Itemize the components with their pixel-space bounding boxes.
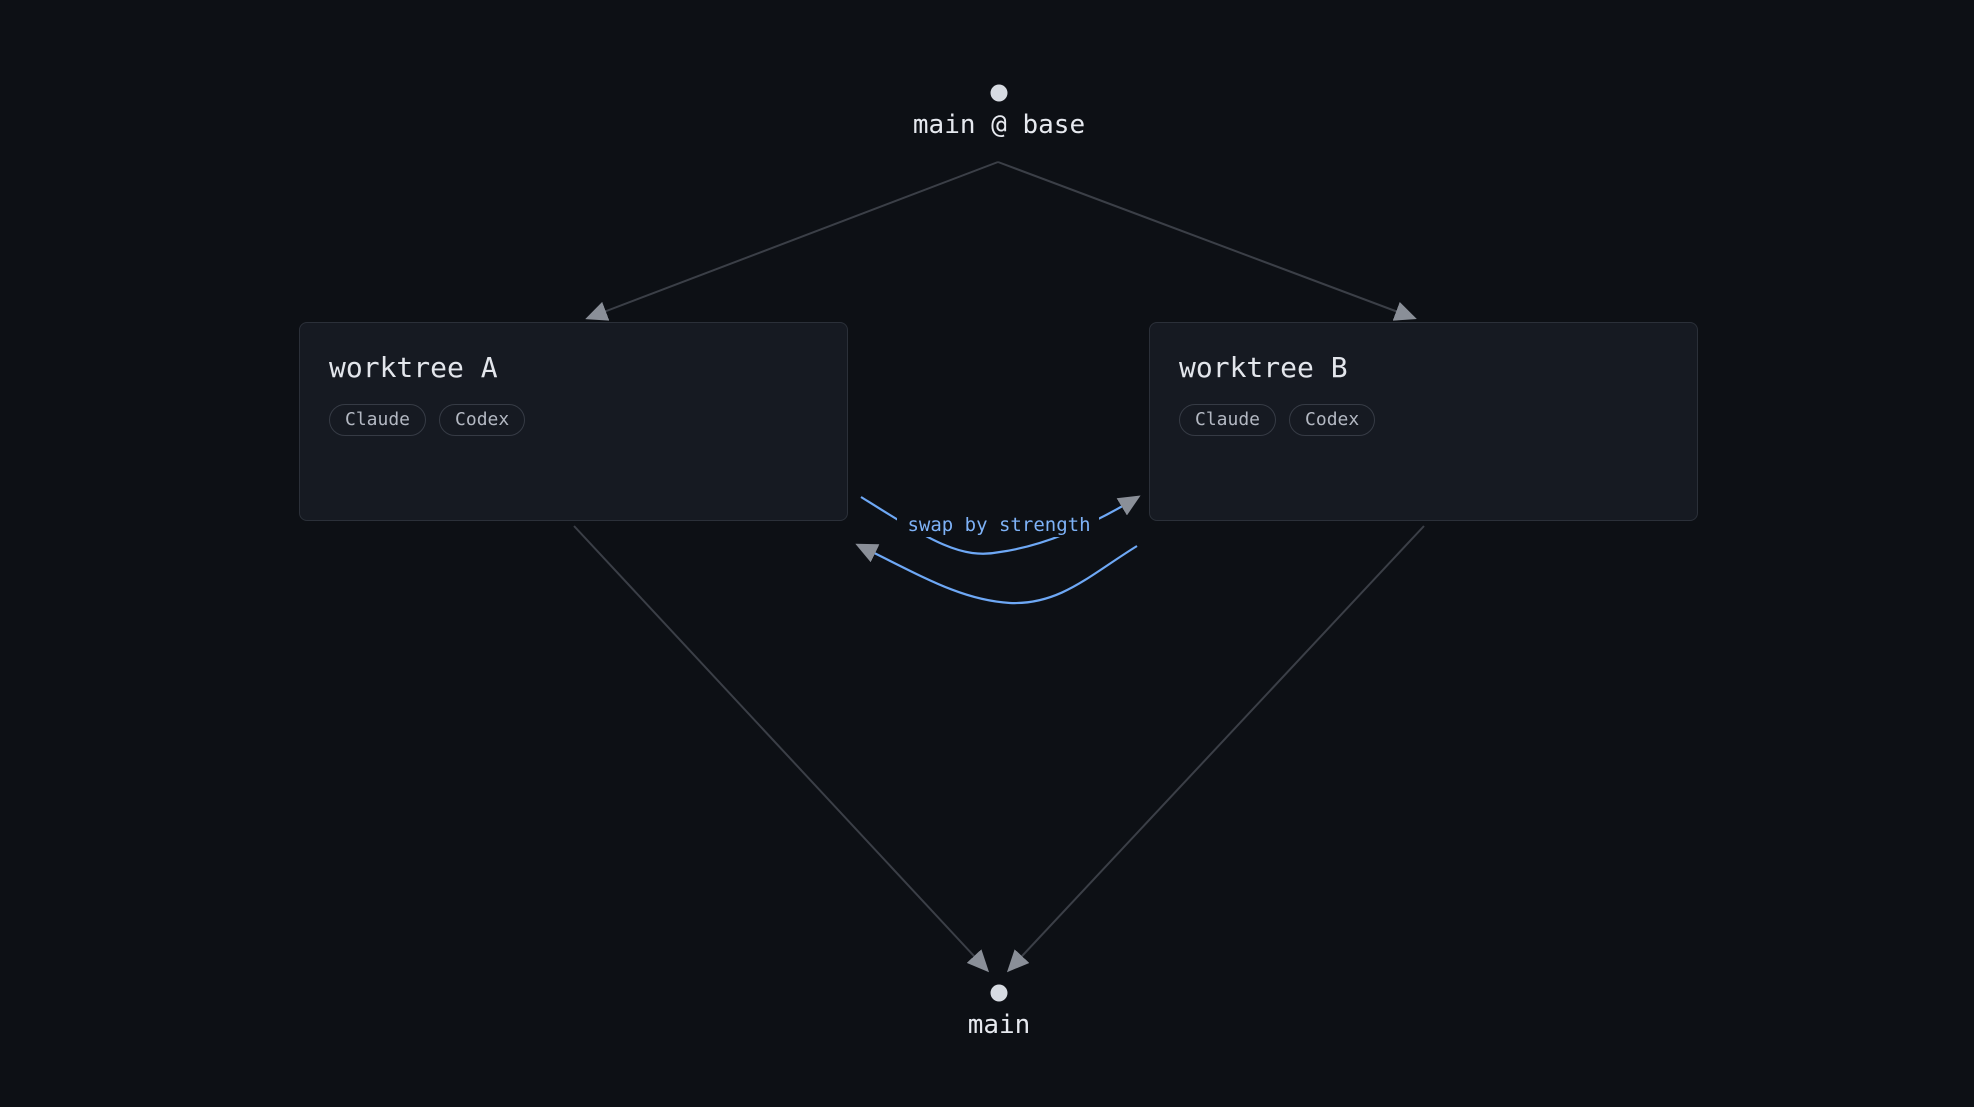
worktree-b-title: worktree B <box>1179 351 1348 384</box>
worktree-b-card[interactable]: worktree B Claude Codex <box>1149 322 1698 521</box>
agent-chip: Codex <box>439 404 526 436</box>
main-node-label: main <box>967 1010 1031 1040</box>
edge-base-to-worktree-b <box>997 161 1417 321</box>
swap-label-backdrop <box>897 505 1099 537</box>
base-node-dot <box>990 84 1008 102</box>
worktree-a-card[interactable]: worktree A Claude Codex <box>299 322 848 521</box>
agent-chip: Codex <box>1289 404 1376 436</box>
swap-label: swap by strength <box>907 514 1091 536</box>
worktree-b-agents: Claude Codex <box>1179 404 1376 436</box>
swap-arrow-b-to-a <box>855 543 1138 605</box>
worktree-a-title: worktree A <box>329 351 498 384</box>
main-node-dot <box>990 984 1008 1002</box>
base-node-label: main @ base <box>912 110 1086 140</box>
edge-worktree-b-to-main <box>1006 525 1425 973</box>
agent-chip: Claude <box>1179 404 1277 436</box>
edge-base-to-worktree-a <box>585 161 999 321</box>
agent-chip: Claude <box>329 404 427 436</box>
worktree-a-agents: Claude Codex <box>329 404 526 436</box>
edge-worktree-a-to-main <box>573 525 990 973</box>
